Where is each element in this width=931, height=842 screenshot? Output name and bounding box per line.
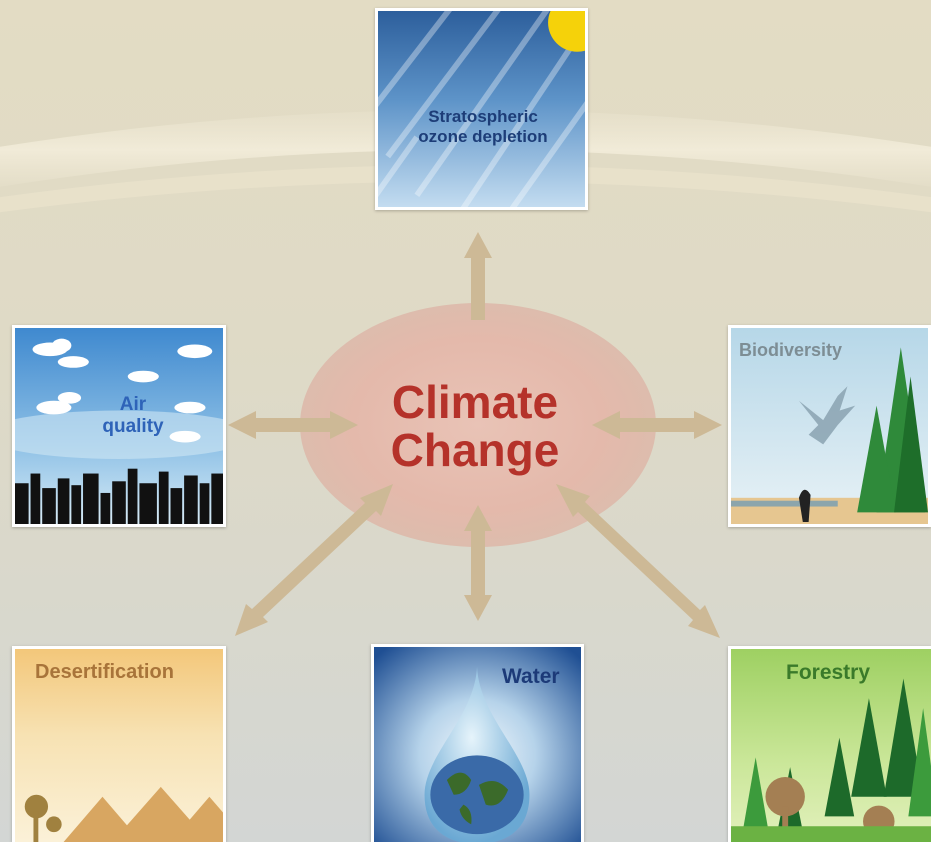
- center-label-line1: Climate: [391, 376, 559, 428]
- water-illustration: [374, 647, 581, 842]
- arrow-forestry: [556, 484, 720, 638]
- desertification-illustration: [15, 649, 223, 842]
- ozone-illustration: [378, 11, 585, 207]
- arrow-air: [228, 411, 358, 439]
- card-desertification: Desertification: [12, 646, 226, 842]
- card-air-quality: Air quality: [12, 325, 226, 527]
- air-quality-label: Air quality: [93, 394, 173, 438]
- arrow-biodiversity: [592, 411, 722, 439]
- ozone-label-line2: ozone depletion: [418, 126, 548, 146]
- card-forestry: Forestry: [728, 646, 931, 842]
- sun-icon: [548, 11, 585, 52]
- air-quality-label-line1: Air: [119, 394, 147, 415]
- desertification-label-text: Desertification: [35, 661, 174, 683]
- ozone-label-line1: Stratospheric: [428, 107, 538, 126]
- bird-icon: [798, 386, 856, 445]
- globe-icon: [430, 755, 524, 835]
- card-water: Water: [371, 644, 584, 842]
- arrow-desertification: [235, 484, 393, 636]
- forestry-label: Forestry: [786, 661, 870, 685]
- forestry-illustration: [731, 649, 931, 842]
- forestry-label-text: Forestry: [786, 661, 871, 684]
- biodiversity-label: Biodiversity: [739, 340, 842, 361]
- biodiversity-illustration: [731, 328, 928, 524]
- water-label: Water: [502, 665, 560, 689]
- water-label-text: Water: [502, 665, 560, 688]
- arrows: [228, 232, 722, 638]
- arrow-ozone: [464, 232, 492, 290]
- center-label-line2: Change: [390, 424, 560, 476]
- clouds-icon: [32, 338, 213, 443]
- card-biodiversity: Biodiversity: [728, 325, 931, 527]
- air-quality-illustration: [15, 328, 223, 524]
- center-label-climate-change: Climate Change: [355, 378, 595, 474]
- shrub-icon: [24, 794, 62, 842]
- biodiversity-label-text: Biodiversity: [739, 340, 843, 360]
- arrow-water: [464, 505, 492, 621]
- otter-icon: [798, 489, 811, 523]
- ozone-label: Stratospheric ozone depletion: [408, 107, 558, 146]
- arrow-ozone-shaft: [471, 290, 485, 320]
- desertification-label: Desertification: [35, 661, 174, 684]
- card-ozone-depletion: Stratospheric ozone depletion: [375, 8, 588, 210]
- dunes-icon: [63, 786, 223, 842]
- city-skyline-icon: [15, 468, 223, 524]
- atmosphere-band-lower: [0, 165, 931, 213]
- air-quality-label-line2: quality: [102, 415, 164, 437]
